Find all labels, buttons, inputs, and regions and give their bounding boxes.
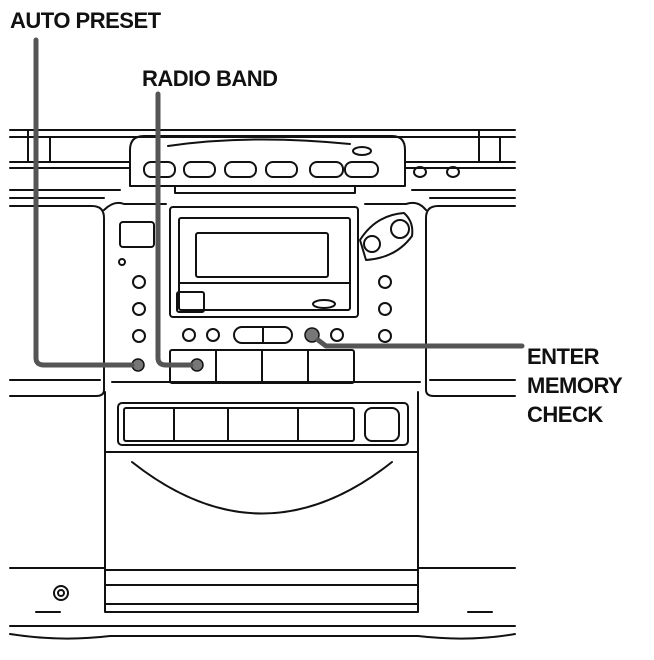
top-handle <box>9 129 516 163</box>
enter-label-line: ENTER <box>527 344 600 369</box>
cd-button-row <box>143 161 379 178</box>
cd-top-section <box>129 135 406 194</box>
enter-button <box>304 327 320 343</box>
leader-lines <box>33 37 525 368</box>
memory-label-line: MEMORY <box>527 373 623 398</box>
display-section <box>169 206 359 318</box>
radio-band-label: RADIO BAND <box>142 66 278 91</box>
left-speaker <box>9 205 105 397</box>
radio-button-row <box>182 326 344 344</box>
enter-leader <box>315 337 525 349</box>
control-panel-frame <box>103 201 427 383</box>
check-label-line: CHECK <box>527 402 603 427</box>
auto-preset-leader <box>33 37 135 368</box>
right-controls <box>359 212 414 343</box>
cassette-buttons <box>117 402 409 446</box>
lower-body <box>9 567 516 640</box>
auto-preset-label: AUTO PRESET <box>10 8 161 33</box>
left-controls <box>118 221 155 343</box>
small-top-buttons <box>413 166 460 178</box>
right-speaker <box>425 205 516 397</box>
enter-memory-check-label: ENTER MEMORY CHECK <box>527 342 623 429</box>
cassette-door <box>104 391 419 613</box>
radio-band-leader <box>155 91 194 368</box>
